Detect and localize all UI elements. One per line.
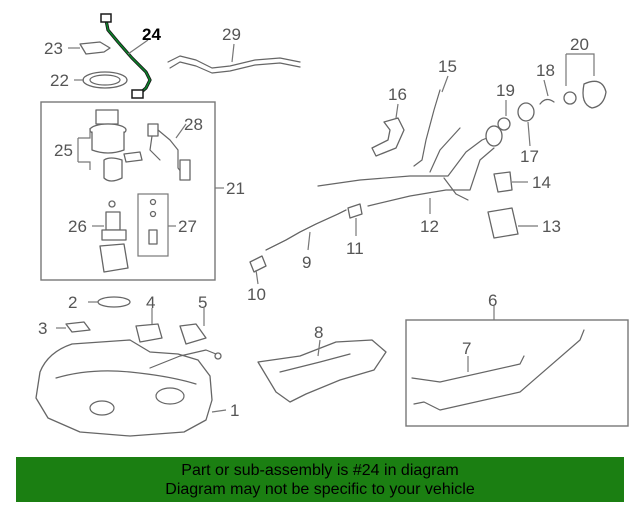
assembly-21-box	[40, 101, 216, 281]
info-banner: Part or sub-assembly is #24 in diagram D…	[16, 457, 624, 502]
part-13-canister	[487, 207, 519, 239]
callout-5: 5	[198, 293, 207, 312]
part-20-fuel-cap	[563, 80, 607, 109]
callout-7: 7	[462, 339, 471, 358]
part-29-tube	[167, 55, 301, 69]
callout-27: 27	[178, 217, 197, 236]
callout-9: 9	[302, 253, 311, 272]
callout-20: 20	[570, 35, 589, 54]
exploded-parts-diagram: 1 2 3 4 5 6 7 8 9 10 11 12 13 14 15 16 1…	[35, 13, 629, 437]
callout-22: 22	[50, 71, 69, 90]
part-12-filler-pipe	[317, 125, 503, 207]
part-26-pump	[99, 200, 129, 273]
part-9-filler-hose	[265, 209, 347, 251]
callout-18: 18	[536, 61, 555, 80]
part-19-ring	[497, 117, 511, 131]
callout-12: 12	[420, 217, 439, 236]
callout-24: 24	[142, 25, 161, 44]
callout-10: 10	[247, 285, 266, 304]
part-1-fuel-tank	[35, 339, 222, 437]
callout-14: 14	[532, 173, 551, 192]
callout-1: 1	[230, 401, 239, 420]
callout-16: 16	[388, 85, 407, 104]
callout-3: 3	[38, 319, 47, 338]
part-8-heat-shield	[257, 339, 387, 403]
assembly-6-box	[405, 319, 629, 427]
callout-21: 21	[226, 179, 245, 198]
callout-11: 11	[346, 239, 364, 258]
part-10-clamp	[249, 255, 267, 273]
callout-28: 28	[184, 115, 203, 134]
callout-2: 2	[68, 293, 77, 312]
part-11-clamp	[347, 203, 363, 219]
callout-17: 17	[520, 147, 539, 166]
callout-13: 13	[542, 217, 561, 236]
part-28-sender	[147, 123, 191, 181]
callout-23: 23	[44, 39, 63, 58]
part-15-pipe	[413, 89, 441, 167]
callout-29: 29	[222, 25, 241, 44]
leader-lines	[56, 39, 595, 413]
callout-6: 6	[488, 291, 497, 310]
banner-line-1: Part or sub-assembly is #24 in diagram	[181, 462, 459, 479]
part-16-hose	[371, 117, 405, 157]
part-7-strap	[411, 355, 525, 383]
part-3-pad	[65, 321, 91, 333]
callout-labels: 1 2 3 4 5 6 7 8 9 10 11 12 13 14 15 16 1…	[38, 25, 589, 420]
part-23-clip	[79, 41, 111, 55]
part-27-kit-box	[137, 193, 169, 257]
part-14-bracket	[493, 171, 513, 193]
callout-19: 19	[496, 81, 515, 100]
callout-4: 4	[146, 293, 155, 312]
callout-25: 25	[54, 141, 73, 160]
part-4-clip	[135, 323, 163, 343]
part-24-harness[interactable]	[100, 13, 152, 99]
callout-26: 26	[68, 217, 87, 236]
callout-8: 8	[314, 323, 323, 342]
part-5-bracket	[179, 323, 207, 345]
part-25-pump-module	[89, 109, 143, 182]
part-17-gasket	[517, 102, 535, 122]
banner-line-2: Diagram may not be specific to your vehi…	[165, 481, 475, 498]
part-2-ring	[97, 296, 131, 308]
callout-15: 15	[438, 57, 457, 76]
part-18-clip	[539, 98, 555, 105]
